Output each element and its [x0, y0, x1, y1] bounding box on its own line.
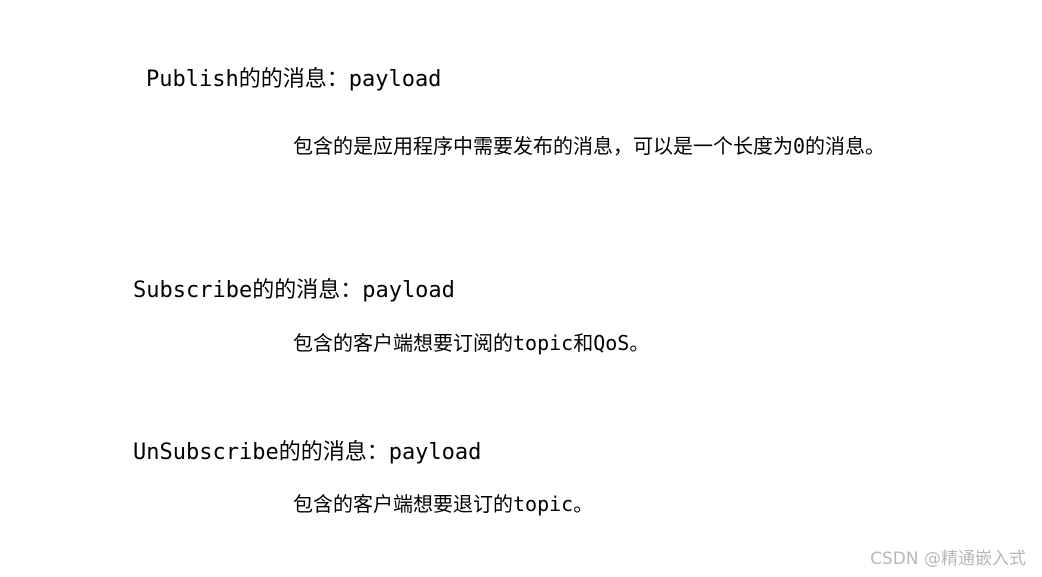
publish-payload-heading: Publish的的消息：payload	[146, 67, 442, 92]
subscribe-payload-heading: Subscribe的的消息：payload	[133, 278, 455, 303]
unsubscribe-payload-description: 包含的客户端想要退订的topic。	[293, 492, 594, 516]
publish-payload-description: 包含的是应用程序中需要发布的消息，可以是一个长度为0的消息。	[293, 134, 886, 158]
unsubscribe-payload-heading: UnSubscribe的的消息：payload	[133, 440, 482, 465]
subscribe-payload-description: 包含的客户端想要订阅的topic和QoS。	[293, 331, 650, 355]
csdn-watermark: CSDN @精通嵌入式	[870, 549, 1026, 569]
